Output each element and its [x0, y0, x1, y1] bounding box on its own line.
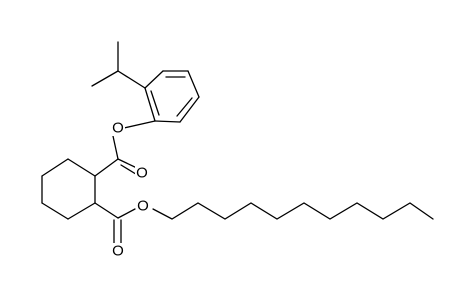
bond [112, 135, 119, 160]
ester1-bridge-oxygen-atom: O [111, 120, 125, 137]
bond [94, 158, 119, 177]
benzene-ring [144, 70, 200, 123]
aromatic-double-bond [150, 90, 160, 116]
atom-labels: O O O O [111, 120, 150, 260]
bond [41, 202, 69, 220]
bond [187, 70, 200, 98]
bond [117, 208, 136, 219]
ester1-carbonyl-oxygen-atom: O [135, 165, 149, 182]
bond [117, 70, 146, 89]
atom-label-O: O [112, 243, 124, 260]
bond [154, 120, 181, 123]
atom-label-O: O [136, 165, 148, 182]
ester2-bridge-oxygen-atom: O [136, 198, 150, 215]
bond [94, 202, 119, 219]
atom-label-O: O [112, 120, 124, 137]
cyclohexane-ring [41, 158, 96, 220]
alkyl-chain-bonds [152, 202, 434, 220]
bond [144, 70, 164, 89]
bond [144, 87, 156, 122]
lower-ester-group [94, 202, 136, 244]
bond [123, 120, 156, 129]
isopropyl-group [91, 41, 146, 89]
bond [67, 202, 96, 220]
ester2-carbonyl-oxygen-atom: O [111, 243, 125, 260]
atom-label-O: O [137, 198, 149, 215]
bond [41, 158, 69, 177]
undecyl-chain [152, 202, 434, 220]
bond [91, 70, 119, 87]
bond [67, 158, 96, 177]
bond [179, 96, 200, 123]
aromatic-double-bond [176, 97, 193, 117]
